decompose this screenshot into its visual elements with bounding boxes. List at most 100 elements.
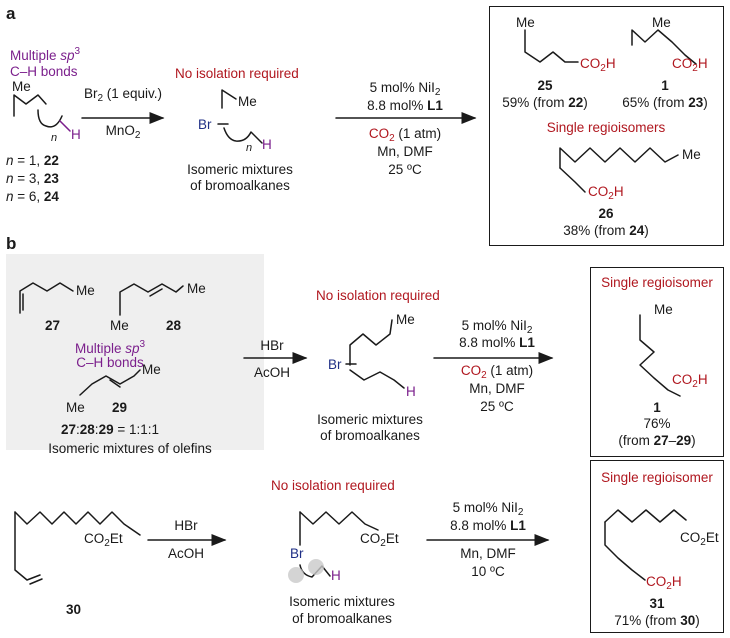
reagent-b2-hbr: HBr (174, 518, 198, 533)
ch-bonds-label-b: C–H bonds (76, 355, 144, 370)
p1-me: Me (652, 15, 671, 30)
product-box-b1 (590, 267, 724, 457)
reagent-b2-acoh: AcOH (167, 546, 205, 561)
products-box-a (489, 6, 724, 246)
h-bond (59, 120, 71, 132)
product-1-skeleton (631, 29, 697, 65)
p1-id: 1 (661, 78, 669, 93)
olefin-29-me-bottom: Me (66, 400, 85, 415)
bromoalkane-skeleton (221, 89, 237, 109)
reagent-b1-hbr: HBr (260, 338, 284, 353)
no-isolation-b2: No isolation required (271, 478, 395, 493)
h-atom-b1: H (406, 384, 416, 399)
conditions-a-temp: 25 ºC (388, 162, 422, 177)
olefin-29-skeleton (79, 369, 141, 396)
start-30-id: 30 (66, 602, 82, 617)
olefin-mixture-panel (6, 254, 264, 450)
olefin-27-skeleton (19, 282, 74, 314)
product-box-b2 (590, 460, 724, 633)
br-atom-a: Br (198, 117, 212, 132)
p26-id: 26 (598, 206, 614, 221)
conditions-b1-nii2: 5 mol% NiI2 (461, 318, 533, 336)
b1-bromoalkane-skeleton (349, 319, 393, 366)
me-label: Me (12, 79, 31, 94)
alkane-skeleton (13, 94, 47, 117)
b2-bromoalkane-skeleton (299, 511, 379, 531)
reagent-br2: Br2 (1 equiv.) (83, 86, 163, 104)
substrate-23: n = 3, 23 (6, 171, 59, 186)
conditions-b1-temp: 25 ºC (480, 399, 514, 414)
h-atom-int-a: H (262, 137, 272, 152)
p31-yield: 71% (from 30) (614, 613, 700, 628)
br-atom-b1: Br (328, 357, 342, 372)
p25-co2h: CO2H (580, 56, 616, 74)
p1-co2h: CO2H (672, 56, 708, 74)
no-isolation-b1: No isolation required (316, 288, 440, 303)
b1-int-me: Me (396, 312, 415, 327)
conditions-b2-mn: Mn, DMF (460, 546, 516, 561)
substrate-22: n = 1, 22 (6, 153, 59, 168)
product-31-skeleton (604, 509, 687, 523)
multiple-sp3-label-b: Multiple sp3 (74, 339, 146, 356)
substrate-24: n = 6, 24 (6, 189, 59, 204)
conditions-a-nii2: 5 mol% NiI2 (369, 80, 441, 98)
conditions-b2-l1: 8.8 mol% L1 (450, 518, 526, 533)
p31-id: 31 (649, 596, 665, 611)
product-25-skeleton (524, 29, 579, 63)
panel-a-label: a (6, 4, 16, 23)
start-30-skeleton (14, 511, 141, 536)
mixture-b2-line2: of bromoalkanes (292, 611, 392, 626)
n-label-int-a: n (246, 142, 253, 154)
p1-yield: 65% (from 23) (622, 95, 708, 110)
mixture-a-line2: of bromoalkanes (190, 178, 290, 193)
olefin-29-me-top: Me (142, 362, 161, 377)
olefin-29-id: 29 (112, 400, 128, 415)
reagent-mno2: MnO2 (105, 123, 141, 141)
p25-yield: 59% (from 22) (502, 95, 588, 110)
ch-bonds-label: C–H bonds (10, 64, 78, 79)
olefin-28-id: 28 (166, 318, 182, 333)
conditions-a-co2: CO2 (1 atm) (368, 126, 442, 144)
p31-co2et: CO2Et (680, 530, 719, 548)
single-regioisomers-label: Single regioisomers (546, 120, 666, 135)
b1-product-me: Me (654, 302, 673, 317)
olefin-27-me: Me (76, 283, 95, 298)
br-atom-b2: Br (290, 546, 304, 561)
olefin-28-skeleton (119, 283, 184, 316)
n-label: n (51, 132, 58, 144)
olefin-ratio: 27:28:29 = 1:1:1 (60, 422, 160, 437)
olefin-28-me-bottom: Me (110, 318, 129, 333)
product-26-skeleton (559, 147, 679, 169)
isomer-marker-1 (288, 567, 304, 583)
start-30-co2et: CO2Et (84, 531, 123, 549)
conditions-b1-mn: Mn, DMF (469, 381, 525, 396)
single-regioisomer-b2: Single regioisomer (601, 470, 713, 485)
conditions-b1-l1: 8.8 mol% L1 (459, 335, 535, 350)
conditions-b2-temp: 10 ºC (471, 564, 505, 579)
no-isolation-a: No isolation required (175, 66, 299, 81)
single-regioisomer-b1: Single regioisomer (601, 275, 713, 290)
p31-co2h: CO2H (646, 574, 682, 592)
p25-me: Me (516, 15, 535, 30)
b1-product-from: (from 27–29) (618, 433, 696, 448)
h-atom-b2: H (331, 568, 341, 583)
conditions-b2-nii2: 5 mol% NiI2 (452, 500, 524, 518)
mixture-b1-line1: Isomeric mixtures (317, 412, 423, 427)
panel-b-label: b (6, 234, 17, 253)
olefin-27-id: 27 (45, 318, 61, 333)
h-atom: H (71, 127, 81, 142)
b1-product-1-skeleton (639, 314, 681, 397)
mixture-b1-line2: of bromoalkanes (320, 428, 420, 443)
b1-product-co2h: CO2H (672, 372, 708, 390)
reagent-b1-acoh: AcOH (253, 365, 291, 380)
repeat-bracket (37, 109, 63, 128)
b1-product-yield: 76% (643, 416, 671, 431)
mixture-b2-line1: Isomeric mixtures (289, 594, 395, 609)
olefin-28-me-top: Me (187, 281, 206, 296)
multiple-sp3-label: Multiple sp3 (10, 46, 81, 63)
conditions-b1-co2: CO2 (1 atm) (460, 363, 534, 381)
olefin-mixture-caption: Isomeric mixtures of olefins (48, 441, 212, 456)
p25-id: 25 (537, 78, 553, 93)
isomer-marker-2 (308, 559, 324, 575)
